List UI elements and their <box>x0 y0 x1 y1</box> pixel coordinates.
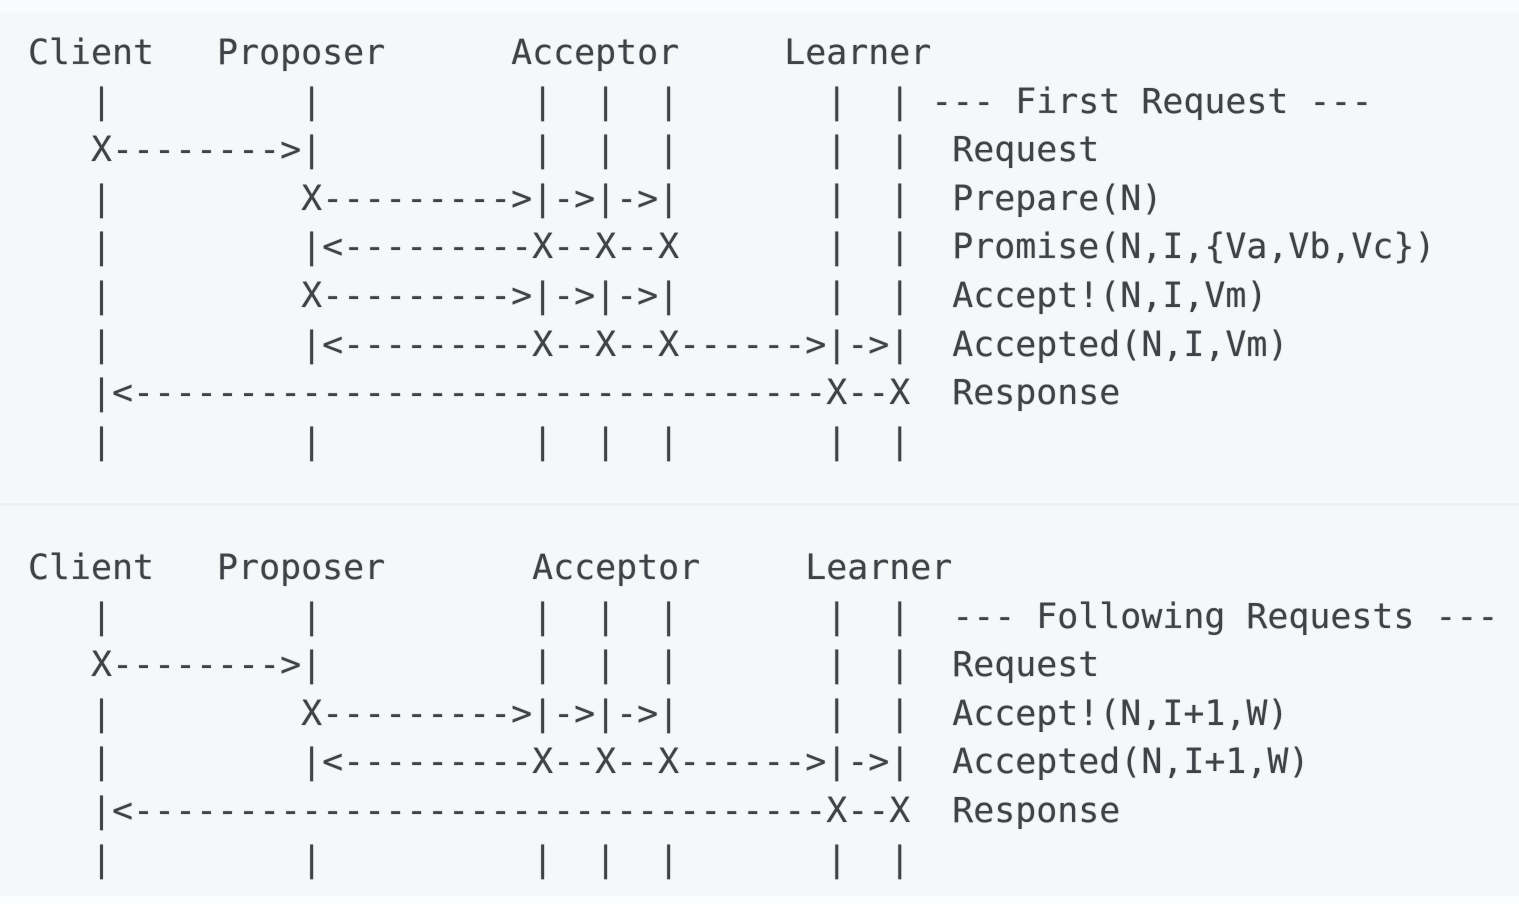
section-divider <box>0 503 1519 506</box>
paxos-first-request-sequence-diagram: Client Proposer Acceptor Learner | | | |… <box>28 33 1436 462</box>
paxos-following-requests-sequence-diagram: Client Proposer Acceptor Learner | | | |… <box>28 548 1499 880</box>
top-edge-highlight <box>0 0 1519 12</box>
bottom-edge-highlight <box>0 896 1519 904</box>
